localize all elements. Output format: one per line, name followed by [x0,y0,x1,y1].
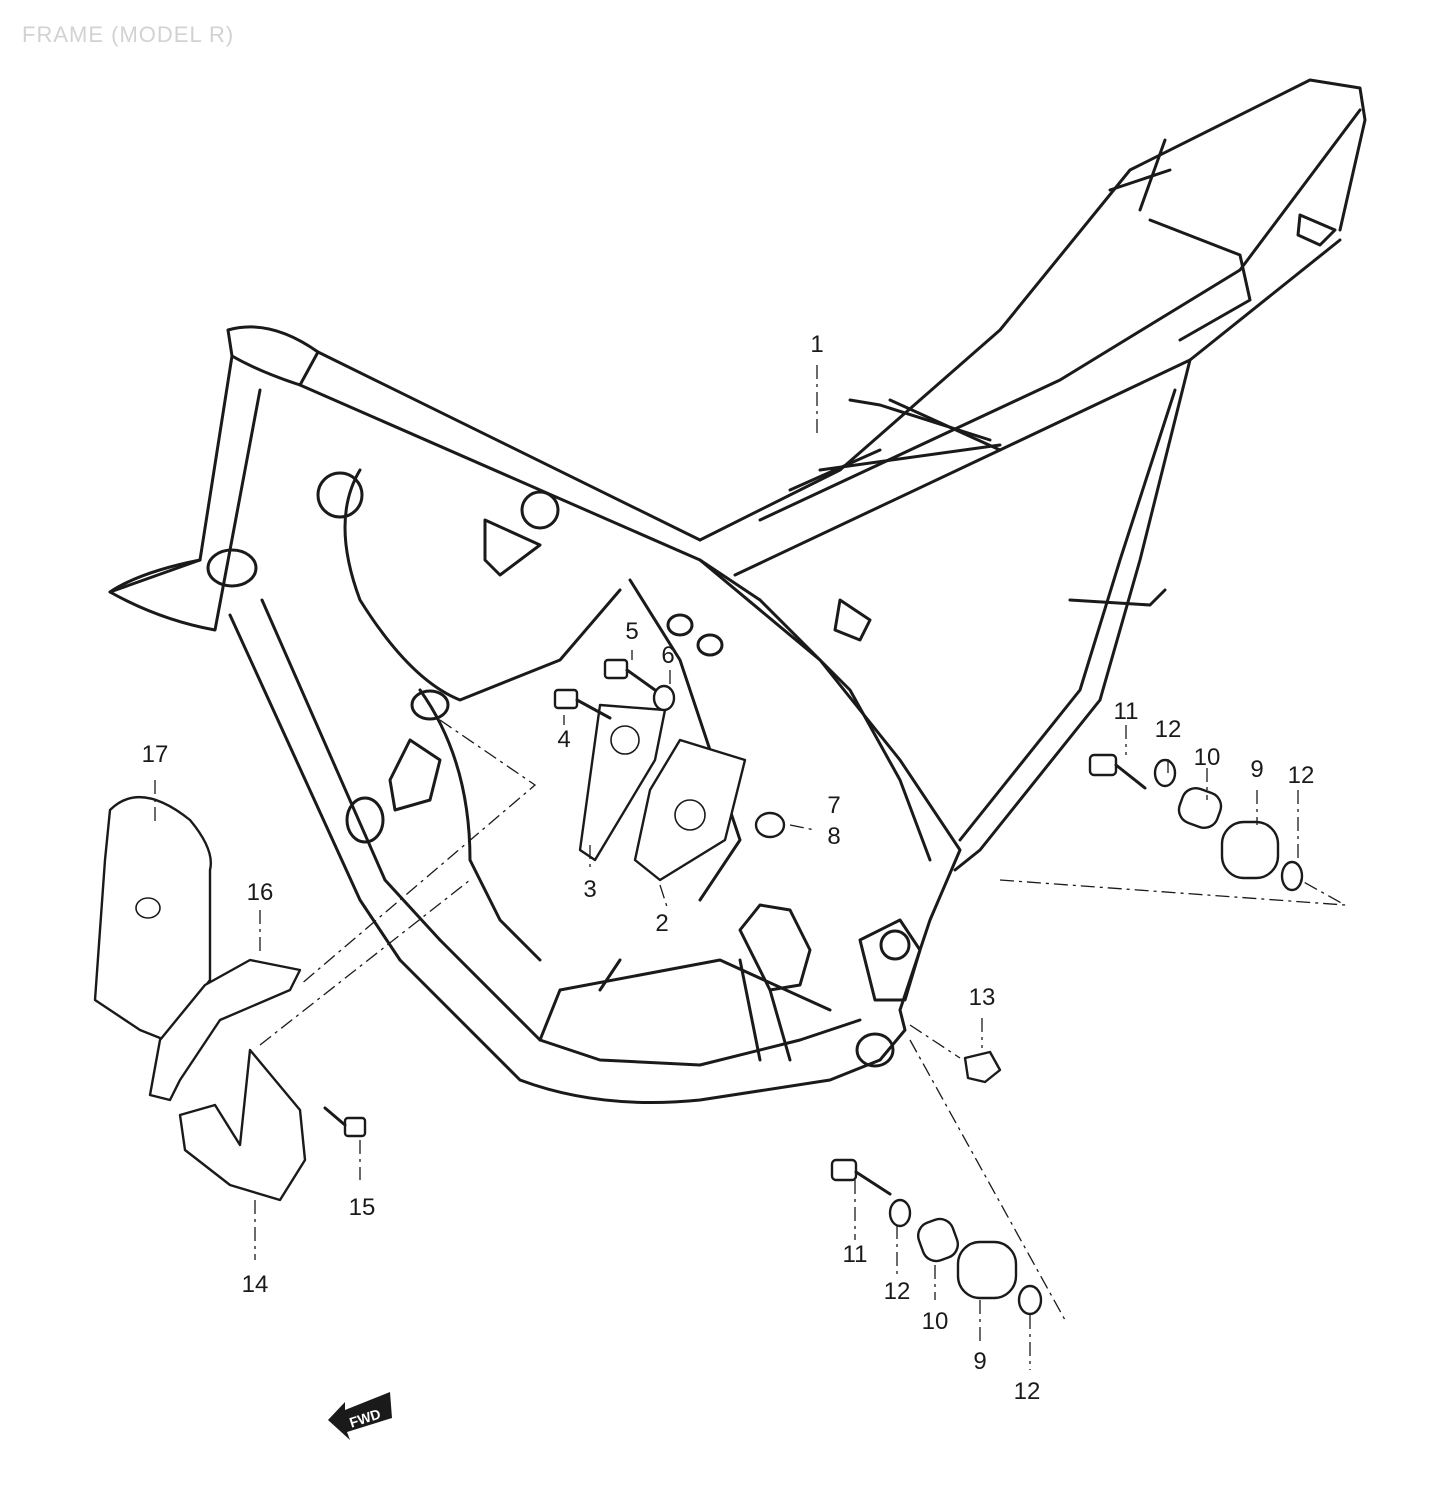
nut-13 [963,1050,1002,1084]
callout-10-lower: 10 [921,1308,949,1335]
bolt-4 [553,688,612,720]
callout-2: 2 [655,910,669,937]
callout-4: 4 [557,726,571,753]
bolt-5 [603,658,657,692]
diagram-title: FRAME (MODEL R) [22,22,235,47]
seat-rail-upper [698,78,1367,542]
callout-16: 16 [246,879,274,906]
nut-6 [652,684,676,712]
mount-set-lower [830,1158,1043,1316]
lower-cradle [398,958,907,1104]
frame-main [108,78,1367,1104]
callout-12-lower-a: 12 [883,1278,911,1305]
nut-7 [754,811,786,839]
engine-bracket-3 [578,703,667,862]
callout-9-upper: 9 [1250,756,1264,783]
leader-lines [154,365,1346,1370]
rear-crossbar [1148,218,1252,342]
guard-14 [178,1048,307,1202]
head-tube [226,325,320,387]
callout-1: 1 [810,331,824,358]
front-downtube [228,613,402,962]
callout-12-upper-b: 12 [1287,762,1315,789]
callout-7: 7 [827,792,841,819]
callout-14: 14 [241,1271,269,1298]
callout-11-upper: 11 [1113,698,1139,725]
engine-bracket-2 [633,738,747,882]
callout-12-upper-a: 12 [1154,716,1182,743]
fwd-arrow-icon: FWD [328,1392,392,1440]
top-tube [298,383,762,602]
callout-3: 3 [583,876,597,903]
callout-6: 6 [661,642,675,669]
callout-13: 13 [968,984,996,1011]
callout-15: 15 [348,1194,376,1221]
mount-set-upper [1088,753,1304,892]
callout-17: 17 [141,741,169,768]
callout-5: 5 [625,618,639,645]
bolt-15 [323,1106,367,1138]
callout-12-lower-b: 12 [1013,1378,1041,1405]
callout-8: 8 [827,823,841,850]
callout-10-upper: 10 [1193,744,1221,771]
callout-11-lower: 11 [842,1241,868,1268]
callout-9-lower: 9 [973,1348,987,1375]
rear-downtube [953,358,1192,872]
strap-16 [148,958,302,1102]
